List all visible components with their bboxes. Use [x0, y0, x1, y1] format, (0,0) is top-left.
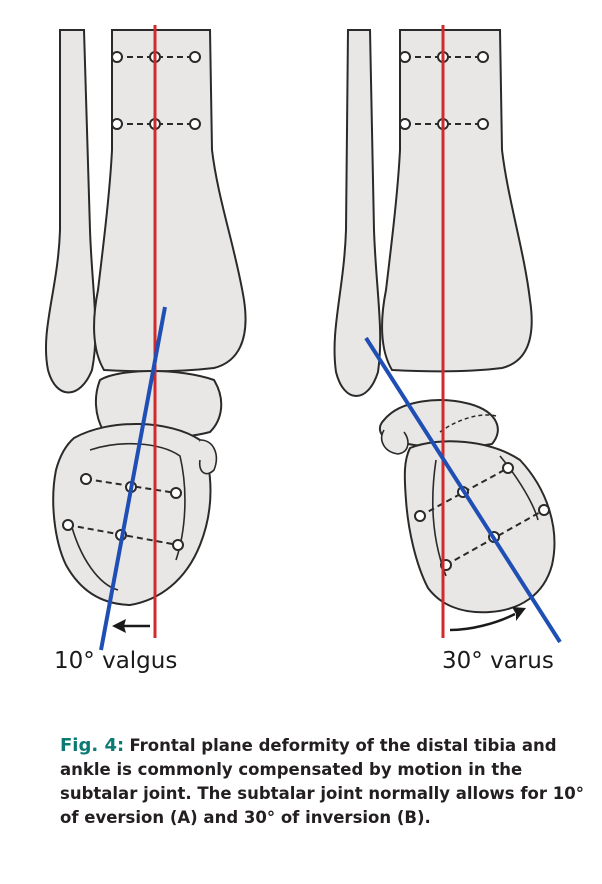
panel-a-label: 10° valgus [54, 648, 178, 674]
panel-a-tibia [93, 29, 247, 373]
caption-text: Frontal plane deformity of the distal ti… [60, 736, 584, 827]
panel-b-motion-arrow [449, 607, 526, 632]
panel-b-tibia [381, 29, 533, 373]
panel-a-calcaneal-axis [99, 306, 167, 651]
panel-b-label: 30° varus [442, 648, 554, 674]
figure-caption: Fig. 4: Frontal plane deformity of the d… [60, 734, 595, 830]
panel-b-fibula [333, 29, 382, 397]
panel-b-ankle-diagram [333, 25, 562, 644]
caption-prefix: Fig. 4: [60, 735, 125, 756]
ankle-figure [45, 25, 562, 651]
panel-b-calcaneus [403, 440, 556, 614]
panel-a-sustentaculum [198, 439, 218, 475]
panel-b-talus-dashed [439, 414, 497, 433]
panel-b-lateral-process [380, 429, 409, 455]
panel-a-tibial-markers [111, 51, 201, 130]
panel-a-fibula [45, 29, 97, 394]
panel-a-motion-arrow [112, 619, 150, 633]
panel-b-calcaneal-axis [364, 336, 562, 644]
panel-a-calcaneus [52, 423, 212, 607]
panel-a-talus [94, 370, 223, 439]
panel-a-ankle-diagram [45, 25, 247, 651]
